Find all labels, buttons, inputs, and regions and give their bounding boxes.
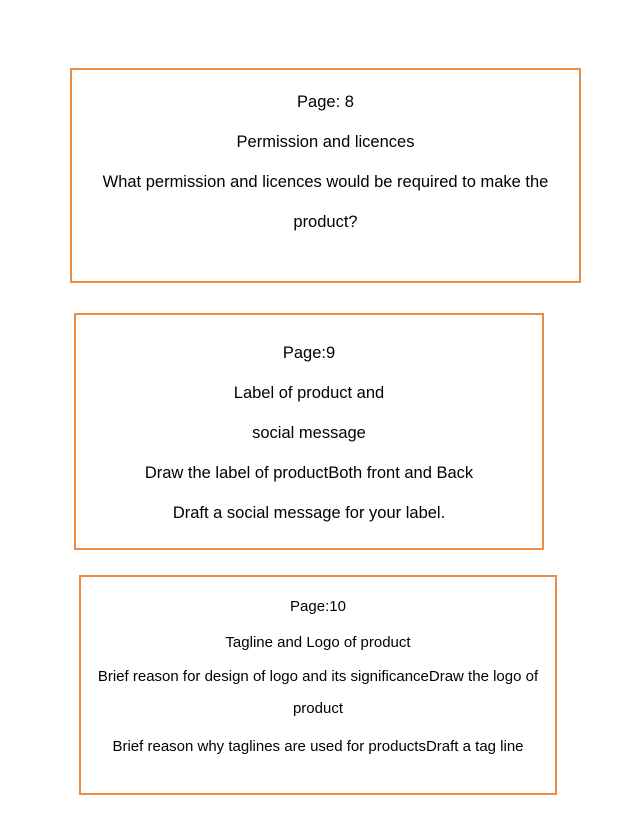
page-label: Page:9 [282,344,336,362]
card-heading: Permission and licences [236,133,415,151]
card-body-line: What permission and licences would be re… [102,173,549,231]
page-label: Page: 8 [297,93,354,111]
card-body-line: Brief reason for design of logo and its … [97,668,539,717]
page-label: Page:10 [290,598,346,615]
card-heading: Label of product and [233,384,385,402]
card-body-line: Draft a social message for your label. [172,504,446,522]
card-subheading: social message [252,424,366,442]
card-heading: Tagline and Logo of product [225,634,411,651]
content-card-page-10: Page:10 Tagline and Logo of product Brie… [79,575,557,795]
card-body-line: Draw the label of productBoth front and … [144,464,474,482]
content-card-page-9: Page:9 Label of product and social messa… [74,313,544,550]
content-card-page-8: Page: 8 Permission and licences What per… [70,68,581,283]
card-body-line: Brief reason why taglines are used for p… [112,738,524,755]
